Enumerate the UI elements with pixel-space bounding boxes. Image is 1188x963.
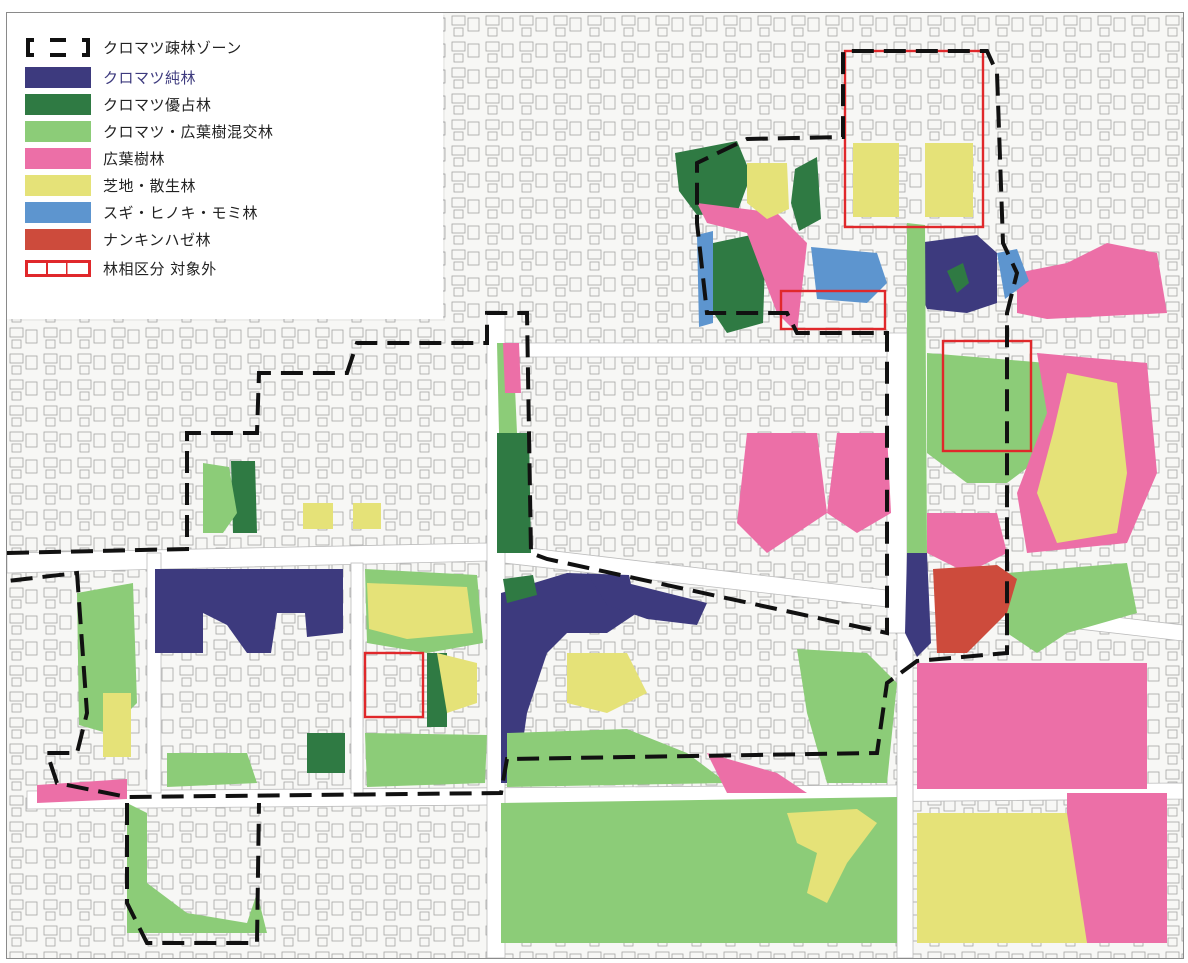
legend-item-excluded: 林相区分 対象外 (25, 256, 217, 280)
excluded-area (843, 49, 985, 229)
zone-broadleaf (917, 663, 1147, 789)
legend-swatch (25, 228, 91, 250)
legend-item-chinese-tallow: ナンキンハゼ林 (25, 227, 211, 251)
mid-road (350, 562, 364, 794)
zone-boundary-south (125, 802, 261, 945)
zone-mixed-forest (797, 649, 897, 783)
legend-item-conifer: スギ・ヒノキ・モミ林 (25, 200, 258, 224)
legend-swatch (25, 201, 91, 223)
zone-pure-pine (587, 573, 707, 625)
zone-lawn (1037, 373, 1127, 543)
zone-broadleaf (827, 433, 891, 533)
legend-label: クロマツ・広葉樹混交林 (103, 122, 274, 141)
zone-pure-pine (501, 573, 637, 783)
excluded-areas (363, 49, 1033, 719)
zone-broadleaf (1067, 793, 1167, 943)
zone-conifer (811, 247, 887, 303)
zone-lawn (917, 813, 1087, 943)
legend-item-lawn: 芝地・散生林 (25, 173, 196, 197)
zone-mixed-forest (1007, 563, 1137, 653)
legend-item-broadleaf: 広葉樹林 (25, 146, 165, 170)
vegetation-map: クロマツ疎林ゾーン クロマツ純林 クロマツ優占林 クロマツ・広葉樹混交林 広葉樹… (6, 12, 1184, 959)
zone-pure-pine (905, 553, 931, 657)
map-canvas (7, 13, 1183, 958)
zone-dominant-pine (231, 461, 257, 533)
zone-broadleaf (1017, 243, 1167, 319)
excluded-grid-icon (25, 259, 91, 277)
legend-item-mixed: クロマツ・広葉樹混交林 (25, 119, 274, 143)
legend-label: クロマツ疎林ゾーン (103, 38, 242, 57)
excluded-area (779, 289, 887, 331)
legend-swatch (25, 147, 91, 169)
zone-mixed-forest (203, 463, 237, 533)
road-network (7, 312, 1183, 958)
north-west-road (506, 342, 888, 358)
dashed-boundary-icon (26, 37, 90, 57)
zone-lawn (747, 163, 789, 219)
zone-mixed-forest (907, 223, 927, 553)
zone-mixed-forest (365, 733, 487, 787)
legend-swatch (25, 120, 91, 142)
legend-label: 林相区分 対象外 (103, 259, 217, 278)
zone-lawn (303, 503, 333, 529)
north-road (886, 332, 908, 634)
zone-lawn (367, 583, 473, 639)
legend-item-pure-pine: クロマツ純林 (25, 65, 196, 89)
zone-boundary-west (7, 49, 1020, 800)
zone-lawn (925, 143, 973, 217)
legend-label: クロマツ純林 (103, 68, 197, 87)
legend-swatch (25, 66, 91, 88)
zone-pure-pine (155, 569, 343, 653)
legend-item-zone: クロマツ疎林ゾーン (25, 35, 242, 59)
legend-swatch (25, 174, 91, 196)
map-legend: クロマツ疎林ゾーン クロマツ純林 クロマツ優占林 クロマツ・広葉樹混交林 広葉樹… (7, 13, 443, 319)
zone-broadleaf (927, 513, 1007, 573)
south-road (26, 782, 1183, 810)
zone-conifer (997, 249, 1029, 299)
legend-label: クロマツ優占林 (103, 95, 212, 114)
zone-chinese-tallow (933, 565, 1017, 653)
zone-dominant-pine (503, 575, 537, 603)
excluded-area (941, 339, 1033, 453)
legend-item-dominant-pine: クロマツ優占林 (25, 92, 212, 116)
legend-label: ナンキンハゼ林 (103, 230, 212, 249)
zone-mixed-forest (127, 803, 267, 933)
zone-lawn (787, 809, 877, 903)
zone-dominant-pine (675, 141, 751, 215)
east-road (896, 632, 914, 958)
zone-lawn (853, 143, 899, 217)
zone-broadleaf (707, 753, 807, 793)
zone-broadleaf (37, 779, 127, 803)
legend-swatch (25, 93, 91, 115)
excluded-area (363, 651, 425, 719)
zone-broadleaf (697, 203, 807, 333)
zone-boundary (7, 49, 1020, 945)
zone-lawn (437, 653, 477, 713)
zone-dominant-pine (947, 263, 969, 293)
zone-lawn (103, 693, 131, 757)
zone-dominant-pine (497, 433, 531, 553)
zone-lawn (567, 653, 647, 713)
zone-mixed-forest (167, 753, 257, 787)
zone-broadleaf (737, 433, 827, 553)
legend-label: 広葉樹林 (103, 149, 166, 168)
zone-dominant-pine (711, 235, 765, 333)
zone-dominant-pine (791, 157, 821, 231)
legend-label: 芝地・散生林 (103, 176, 197, 195)
zone-lawn (353, 503, 381, 529)
zone-dominant-pine (307, 733, 345, 773)
legend-label: スギ・ヒノキ・モミ林 (103, 203, 259, 222)
zone-broadleaf (503, 343, 521, 393)
